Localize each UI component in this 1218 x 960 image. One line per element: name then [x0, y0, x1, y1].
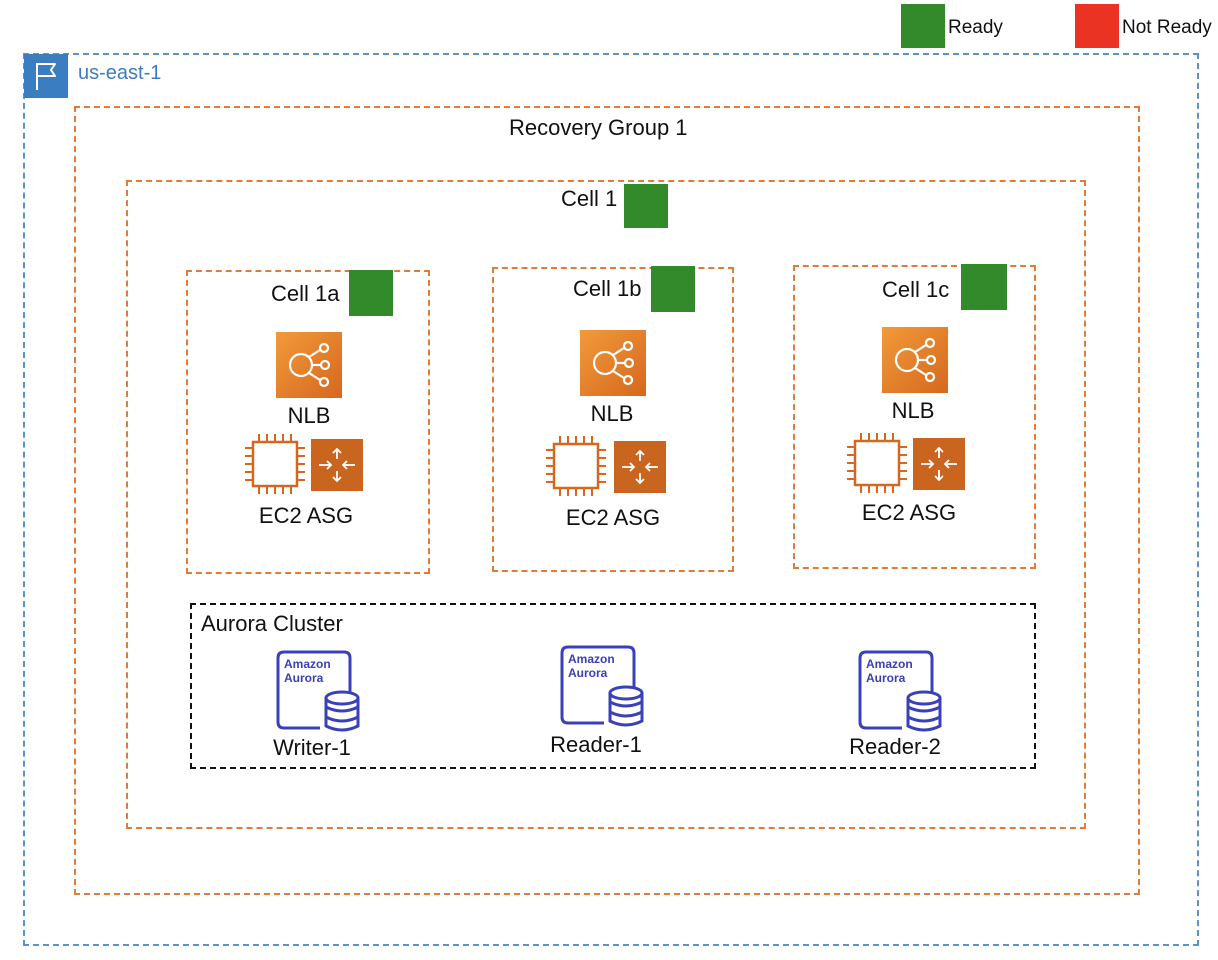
- cell-status-indicator: [624, 184, 668, 228]
- nlb-icon: [580, 330, 646, 396]
- autoscaling-icon: [913, 438, 965, 490]
- aurora-badge-line2: Aurora: [866, 671, 906, 685]
- region-label: us-east-1: [78, 62, 162, 84]
- legend-ready-label: Ready: [948, 17, 1003, 38]
- ec2-instance-icon: [845, 431, 909, 495]
- subcell-1c-container: [793, 265, 1036, 569]
- aurora-database-icon: Amazon Aurora: [558, 645, 648, 729]
- asg-label: EC2 ASG: [565, 505, 661, 530]
- nlb-label: NLB: [891, 398, 935, 423]
- autoscaling-icon: [311, 439, 363, 491]
- subcell-1a-container: [186, 270, 430, 574]
- aurora-badge-line2: Aurora: [568, 666, 608, 680]
- legend-ready-swatch: [901, 4, 945, 48]
- nlb-label: NLB: [287, 403, 331, 428]
- subcell-1a-label: Cell 1a: [271, 281, 340, 306]
- aurora-instance-label: Writer-1: [273, 735, 351, 760]
- asg-label: EC2 ASG: [861, 500, 957, 525]
- cell-container: [126, 180, 1086, 829]
- subcell-1a-status-indicator: [349, 270, 393, 316]
- aurora-cluster-label: Aurora Cluster: [201, 611, 343, 636]
- aurora-database-icon: Amazon Aurora: [274, 650, 364, 734]
- aurora-badge-line2: Aurora: [284, 671, 324, 685]
- asg-label: EC2 ASG: [258, 503, 354, 528]
- aurora-badge-line1: Amazon: [866, 657, 913, 671]
- subcell-1c-label: Cell 1c: [882, 277, 950, 302]
- subcell-1b-status-indicator: [651, 266, 695, 312]
- aurora-instance-label: Reader-2: [849, 734, 941, 759]
- nlb-label: NLB: [590, 401, 634, 426]
- ec2-instance-icon: [243, 432, 307, 496]
- aurora-database-icon: Amazon Aurora: [856, 650, 946, 734]
- region-container: [23, 53, 1199, 946]
- aurora-cluster-container: [190, 603, 1036, 769]
- aurora-badge-line1: Amazon: [568, 652, 615, 666]
- aurora-instance-label: Reader-1: [550, 732, 642, 757]
- cell-label: Cell 1: [561, 186, 618, 211]
- legend-not-ready-label: Not Ready: [1122, 17, 1212, 38]
- legend-not-ready-swatch: [1075, 4, 1119, 48]
- nlb-icon: [276, 332, 342, 398]
- aurora-badge-line1: Amazon: [284, 657, 331, 671]
- recovery-group-container: [74, 106, 1140, 895]
- subcell-1b-container: [492, 267, 734, 572]
- subcell-1c-status-indicator: [961, 264, 1007, 310]
- ec2-instance-icon: [544, 434, 608, 498]
- autoscaling-icon: [614, 441, 666, 493]
- nlb-icon: [882, 327, 948, 393]
- subcell-1b-label: Cell 1b: [573, 276, 642, 301]
- recovery-group-label: Recovery Group 1: [509, 115, 688, 140]
- flag-icon: [24, 54, 68, 98]
